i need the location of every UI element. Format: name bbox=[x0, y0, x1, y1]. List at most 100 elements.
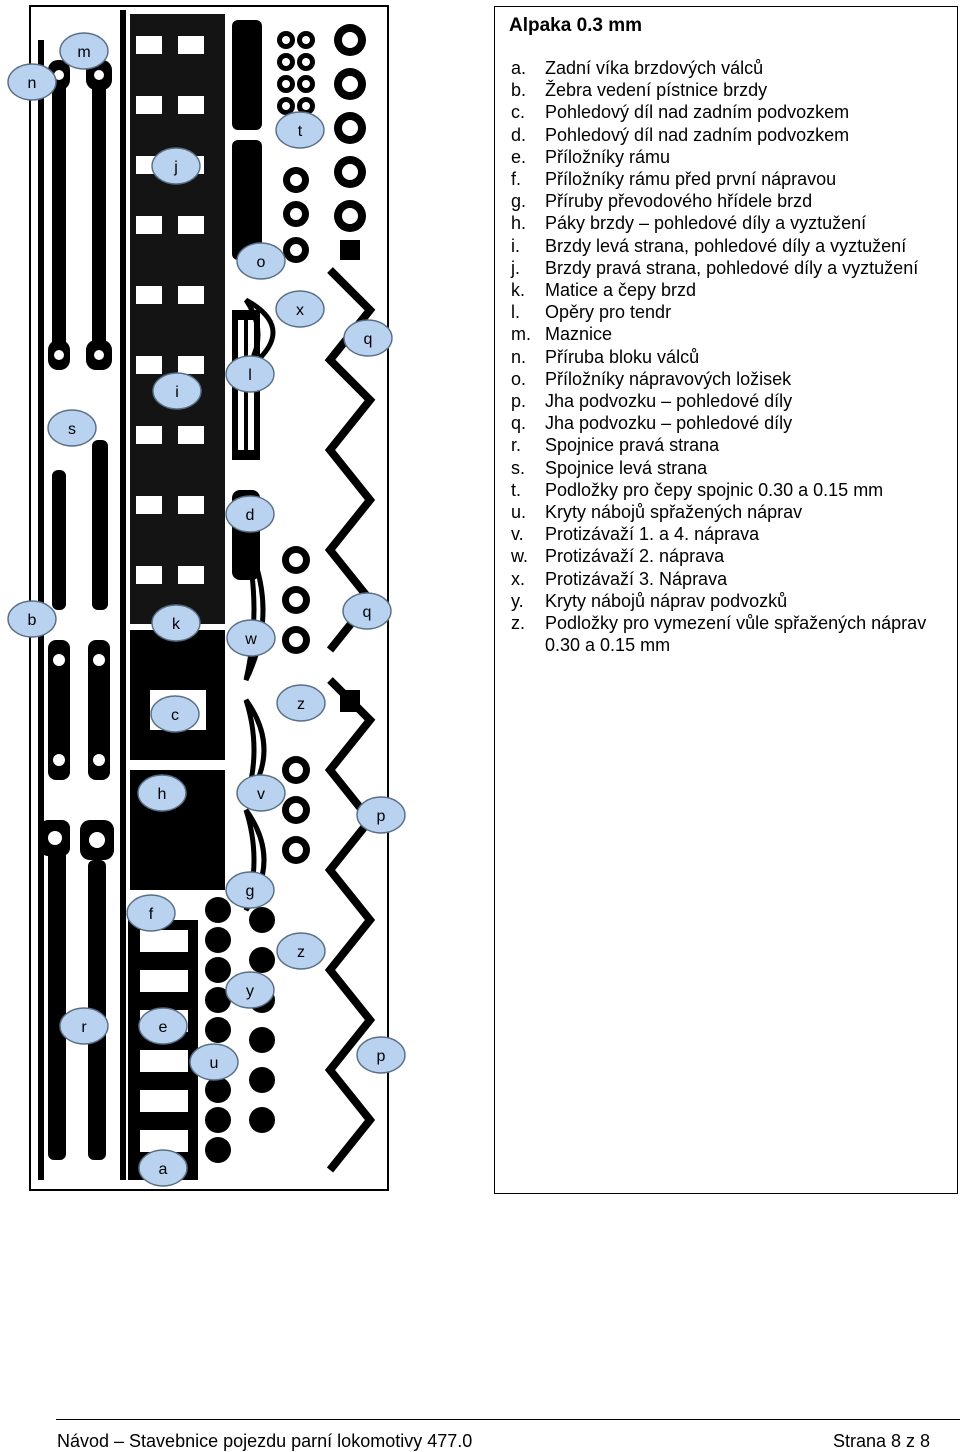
legend-item-text: Protizávaží 3. Náprava bbox=[545, 568, 728, 589]
legend-item: h.Páky brzdy – pohledové díly a vyztužen… bbox=[511, 212, 955, 234]
callout-l: l bbox=[225, 355, 275, 393]
callouts-group: m n t j o x q l i s d b k w q z c h v p … bbox=[7, 32, 406, 1187]
legend-item-letter: r. bbox=[511, 435, 522, 456]
svg-text:l: l bbox=[248, 367, 252, 384]
callout-t: t bbox=[275, 111, 325, 149]
legend-item-letter: k. bbox=[511, 280, 526, 301]
callout-g: g bbox=[225, 871, 275, 909]
legend-item: w.Protizávaží 2. náprava bbox=[511, 545, 955, 567]
legend-item-text: Jha podvozku – pohledové díly bbox=[545, 413, 793, 434]
legend-item-letter: q. bbox=[511, 413, 527, 434]
legend-item-text: Matice a čepy brzd bbox=[545, 280, 697, 301]
callout-x: x bbox=[275, 290, 325, 328]
legend-item-letter: m. bbox=[511, 324, 531, 345]
legend-item-letter: o. bbox=[511, 368, 527, 389]
legend-item-text: Žebra vedení pístnice brzdy bbox=[545, 80, 768, 101]
legend-item: e. Příložníky rámu bbox=[511, 146, 955, 168]
callout-o: o bbox=[236, 242, 286, 280]
legend-item: m. Maznice bbox=[511, 323, 955, 345]
legend-item-letter: v. bbox=[511, 524, 524, 545]
legend-item-text: Jha podvozku – pohledové díly bbox=[545, 391, 793, 412]
legend-item-text: Zadní víka brzdových válců bbox=[545, 58, 764, 78]
legend-item-letter: c. bbox=[511, 102, 526, 123]
legend-item: j. Brzdy pravá strana, pohledové díly a v… bbox=[511, 257, 955, 279]
legend-item-text: Protizávaží 1. a 4. náprava bbox=[545, 524, 760, 545]
legend-item-text: Brzdy levá strana, pohledové díly a vyzt… bbox=[545, 235, 907, 256]
legend-item-letter: h. bbox=[511, 213, 527, 234]
legend-item-text: Příruby převodového hřídele brzd bbox=[545, 191, 813, 212]
washer-holes bbox=[282, 36, 310, 857]
callout-n: n bbox=[7, 63, 57, 101]
callout-j: j bbox=[151, 147, 201, 185]
legend-item: t.Podložky pro čepy spojnic 0.30 a 0.15 … bbox=[511, 479, 955, 501]
svg-text:c: c bbox=[171, 707, 179, 724]
svg-text:f: f bbox=[149, 906, 154, 923]
svg-text:a: a bbox=[159, 1161, 168, 1178]
legend-item-letter: s. bbox=[511, 457, 526, 478]
legend-item: k. Matice a čepy brzd bbox=[511, 279, 955, 301]
legend-item-letter: y. bbox=[511, 590, 524, 611]
callout-e: e bbox=[138, 1007, 188, 1045]
legend-item: o. Příložníky nápravových ložisek bbox=[511, 368, 955, 390]
callout-q-lower: q bbox=[342, 592, 392, 630]
legend-item: a. Zadní víka brzdových válců bbox=[511, 57, 955, 79]
footer-page-number: Strana 8 z 8 bbox=[832, 1431, 930, 1451]
legend-item: c.Pohledový díl nad zadním podvozkem bbox=[511, 101, 955, 123]
legend-item-text: Opěry pro tendr bbox=[545, 302, 672, 323]
callout-y: y bbox=[225, 971, 275, 1009]
legend-item: b.Žebra vedení pístnice brzdy bbox=[511, 79, 955, 101]
svg-text:o: o bbox=[257, 254, 266, 271]
legend-item: i. Brzdy levá strana, pohledové díly a vy… bbox=[511, 235, 955, 257]
svg-text:z: z bbox=[297, 944, 305, 961]
yoke-ring-holes bbox=[342, 32, 358, 224]
legend-item-text: Brzdy pravá strana, pohledové díly a vyz… bbox=[545, 257, 919, 278]
svg-text:u: u bbox=[210, 1055, 219, 1072]
brake-levers-group bbox=[130, 14, 225, 624]
legend-item-letter: g. bbox=[511, 191, 527, 212]
legend-item-letter: d. bbox=[511, 124, 527, 145]
callout-w: w bbox=[226, 619, 276, 657]
callout-b: b bbox=[7, 600, 57, 638]
legend-item-letter: z. bbox=[511, 613, 526, 634]
svg-text:s: s bbox=[68, 421, 76, 438]
legend-item-letter: j. bbox=[511, 257, 520, 278]
svg-text:t: t bbox=[298, 123, 303, 140]
legend-item-text: Spojnice levá strana bbox=[545, 457, 708, 478]
legend-item: l. Opěry pro tendr bbox=[511, 301, 955, 323]
legend-item-letter: n. bbox=[511, 346, 527, 367]
svg-text:n: n bbox=[28, 75, 37, 92]
svg-text:j: j bbox=[173, 159, 178, 176]
callout-z-lower: z bbox=[276, 932, 326, 970]
callout-s: s bbox=[47, 409, 97, 447]
svg-text:p: p bbox=[377, 808, 386, 825]
legend-item-text: Maznice bbox=[545, 324, 613, 345]
svg-text:g: g bbox=[246, 883, 255, 900]
legend-item-letter: a. bbox=[511, 58, 527, 78]
legend-item-letter: e. bbox=[511, 146, 527, 167]
legend-item-text: Pohledový díl nad zadním podvozkem bbox=[545, 124, 850, 145]
svg-text:q: q bbox=[363, 604, 372, 621]
footer-divider bbox=[56, 1419, 960, 1420]
callout-r: r bbox=[59, 1007, 109, 1045]
callout-v: v bbox=[236, 774, 286, 812]
svg-text:v: v bbox=[257, 786, 265, 803]
legend-item-letter: i. bbox=[511, 235, 520, 256]
svg-text:e: e bbox=[159, 1019, 168, 1036]
legend-item-text: Příložníky rámu bbox=[545, 146, 671, 167]
legend-item-letter: l. bbox=[511, 302, 520, 323]
legend-item: g. Příruby převodového hřídele brzd bbox=[511, 190, 955, 212]
legend-item: s. Spojnice levá strana bbox=[511, 457, 955, 479]
svg-text:m: m bbox=[77, 44, 90, 61]
callout-u: u bbox=[189, 1043, 239, 1081]
legend-item-text: Příložníky rámu před první nápravou bbox=[545, 169, 837, 190]
callout-i: i bbox=[152, 372, 202, 410]
legend-item-text: Protizávaží 2. náprava bbox=[545, 546, 725, 567]
callout-a: a bbox=[138, 1149, 188, 1187]
legend-item-letter: f. bbox=[511, 169, 522, 190]
legend-item: p.Jha podvozku – pohledové díly bbox=[511, 390, 955, 412]
callout-p-lower: p bbox=[356, 1036, 406, 1074]
legend-item: v. Protizávaží 1. a 4. náprava bbox=[511, 523, 955, 545]
legend-item-text: Příložníky nápravových ložisek bbox=[545, 368, 792, 389]
legend-item-letter: x. bbox=[511, 568, 526, 589]
